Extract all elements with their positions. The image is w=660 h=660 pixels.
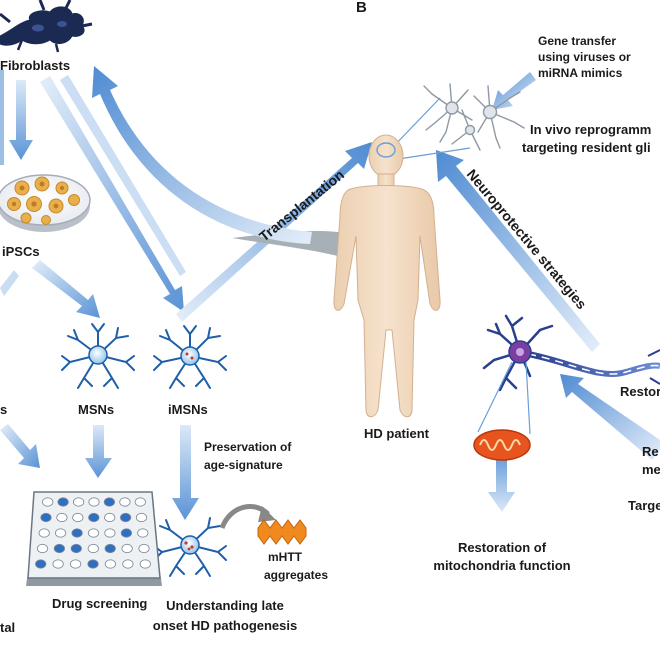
label-in-vivo-2: targeting resident gli <box>522 140 651 155</box>
label-restoration-2: mitochondria function <box>433 558 571 573</box>
label-understanding-2: onset HD pathogenesis <box>152 618 298 633</box>
plate-well <box>87 559 99 569</box>
plate-well <box>52 559 64 569</box>
arrow-ipscs-left-partial <box>0 270 19 296</box>
arrow-restoration-up <box>488 450 515 512</box>
arrow-fibroblasts-to-ipscs <box>9 80 33 160</box>
ipsc-dish-illustration <box>0 174 91 232</box>
label-imsns: iMSNs <box>168 402 208 417</box>
plate-well <box>38 528 50 538</box>
arrow-fibroblasts-left-down <box>0 70 4 165</box>
label-preservation-1: Preservation of <box>204 440 292 454</box>
plate-well <box>104 512 116 523</box>
plate-well <box>87 543 99 554</box>
plate-well <box>103 497 116 507</box>
plate-well <box>134 497 146 507</box>
arrow-gene-transfer <box>492 72 536 110</box>
neuron-to-mito-lines <box>477 361 531 435</box>
label-right-partial-3: me <box>642 462 660 477</box>
label-partial-s: s <box>0 402 8 417</box>
arrow-patient-to-fibroblasts <box>92 66 312 244</box>
plate-well <box>139 559 151 569</box>
plate-well <box>72 512 84 523</box>
label-gene-transfer-3: miRNA mimics <box>538 66 623 80</box>
plate-well <box>70 543 82 554</box>
arrow-fibroblasts-to-imsns-outer <box>60 75 186 276</box>
label-partial-tal: tal <box>0 620 16 635</box>
label-mhtt-2: aggregates <box>264 568 329 582</box>
label-hd-patient: HD patient <box>364 426 429 441</box>
label-in-vivo-1: In vivo reprogramm <box>530 122 652 137</box>
imsn-neuron-illustration <box>153 325 227 389</box>
plate-well <box>88 497 100 507</box>
label-ipscs: iPSCs <box>2 244 40 259</box>
hd-patient-body <box>333 134 441 418</box>
glia-to-head-lines <box>391 97 471 161</box>
label-restoration-1: Restoration of <box>457 540 547 555</box>
curved-arrow-to-aggregates <box>219 504 276 530</box>
plate-well <box>138 543 150 554</box>
label-preservation-2: age-signature <box>204 458 283 472</box>
mitochondrion-illustration <box>473 429 531 461</box>
label-right-partial-1: Restor <box>620 384 660 399</box>
fibroblasts-illustration <box>0 0 93 53</box>
plate-well <box>121 543 133 554</box>
plate-well <box>35 559 47 569</box>
panel-label-b: B <box>356 0 367 16</box>
plate-well <box>119 497 131 507</box>
plate-well <box>135 512 148 523</box>
msn-neuron-illustration <box>61 323 135 389</box>
arrow-ipscs-to-msns <box>32 260 100 318</box>
plate-well <box>73 497 85 507</box>
label-gene-transfer-2: using viruses or <box>538 50 631 64</box>
plate-well <box>87 528 100 538</box>
label-fibroblasts: Fibroblasts <box>0 58 71 73</box>
plate-well <box>70 559 82 569</box>
arrow-left-partial-to-plate <box>0 424 40 468</box>
plate-well <box>56 512 68 523</box>
arrow-neuroprotective <box>436 150 600 352</box>
hd-patient-head-ring <box>376 142 396 158</box>
plate-well <box>42 497 54 507</box>
aged-imsn-illustration <box>153 517 227 577</box>
plate-well <box>137 528 149 538</box>
label-understanding-1: Understanding late <box>166 598 284 613</box>
label-right-partial-4: Targe <box>628 498 660 513</box>
plate-well <box>122 559 134 569</box>
plate-well <box>71 528 83 538</box>
plate-well <box>120 512 132 523</box>
label-drug-screening: Drug screening <box>52 596 148 611</box>
label-right-partial-2: Re <box>642 444 659 459</box>
plate-well <box>53 543 66 554</box>
glia-cells-illustration <box>423 83 525 151</box>
mhtt-aggregates-illustration <box>257 519 307 545</box>
plate-well <box>54 528 67 538</box>
label-msns: MSNs <box>78 402 115 417</box>
plate-well <box>88 512 100 523</box>
arrow-fibroblasts-to-imsns <box>40 76 184 312</box>
label-gene-transfer-1: Gene transfer <box>538 34 617 48</box>
arrow-imsns-to-aging <box>172 425 199 520</box>
plate-well <box>104 559 117 569</box>
arrow-right-up-left <box>560 374 660 460</box>
plate-well <box>40 512 52 523</box>
plate-well <box>120 528 133 538</box>
plate-well <box>104 543 116 554</box>
plate-well <box>57 497 69 507</box>
plate-wells <box>35 497 151 569</box>
label-mhtt-1: mHTT <box>268 550 302 564</box>
plate-well <box>104 528 116 538</box>
arrow-msns-to-drug-screening <box>85 425 112 478</box>
grey-curve-return <box>232 231 352 260</box>
plate-well <box>36 543 49 554</box>
right-neuron-illustration <box>482 314 660 392</box>
